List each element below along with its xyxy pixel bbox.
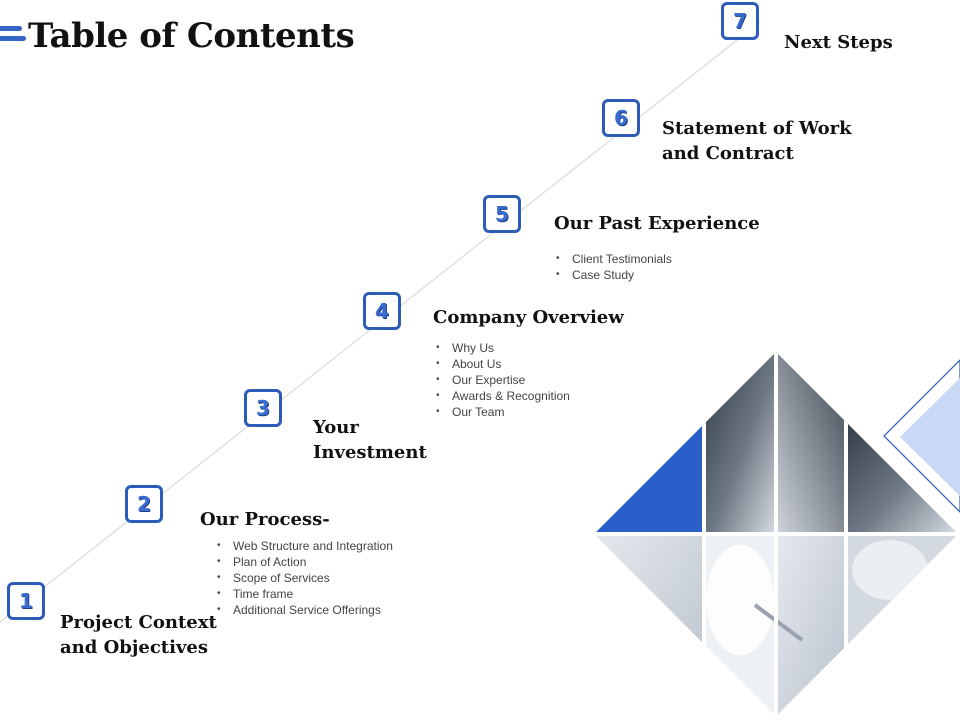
step-heading-4-line-1: Company Overview [433, 307, 624, 328]
step-heading-5: Our Past Experience [554, 211, 760, 236]
handshake-signing-photo-icon [594, 352, 958, 716]
step-heading-3-line-2: Investment [313, 442, 427, 463]
step-5-bullet-list: Client Testimonials Case Study [554, 251, 672, 283]
step-number-7: 7 [721, 2, 759, 40]
list-item: Scope of Services [215, 570, 393, 586]
page-title: Table of Contents [28, 16, 355, 56]
list-item: Web Structure and Integration [215, 538, 393, 554]
step-heading-3-line-1: Your [313, 417, 359, 438]
step-number-4: 4 [363, 292, 401, 330]
step-number-1: 1 [7, 582, 45, 620]
list-item: Why Us [434, 340, 570, 356]
accent-bar-bottom [0, 36, 26, 41]
step-heading-4: Company Overview [433, 305, 624, 330]
list-item: Plan of Action [215, 554, 393, 570]
step-heading-5-line-1: Our Past Experience [554, 213, 760, 234]
step-heading-7-line-1: Next Steps [784, 32, 893, 53]
step-heading-2: Our Process- [200, 507, 330, 532]
list-item: Time frame [215, 586, 393, 602]
step-number-5: 5 [483, 195, 521, 233]
step-heading-7: Next Steps [784, 30, 893, 55]
list-item: Client Testimonials [554, 251, 672, 267]
step-heading-1-line-2: and Objectives [60, 637, 208, 658]
step-number-2: 2 [125, 485, 163, 523]
step-heading-6: Statement of Work and Contract [662, 116, 852, 166]
list-item: Our Team [434, 404, 570, 420]
list-item: Additional Service Offerings [215, 602, 393, 618]
list-item: About Us [434, 356, 570, 372]
step-heading-2-line-1: Our Process- [200, 509, 330, 530]
step-heading-1: Project Context and Objectives [60, 610, 217, 660]
accent-bar-top [0, 26, 22, 31]
step-heading-6-line-1: Statement of Work [662, 118, 852, 139]
step-number-3: 3 [244, 389, 282, 427]
step-4-bullet-list: Why Us About Us Our Expertise Awards & R… [434, 340, 570, 420]
step-heading-1-line-1: Project Context [60, 612, 217, 633]
list-item: Awards & Recognition [434, 388, 570, 404]
step-heading-3: Your Investment [313, 415, 427, 465]
step-heading-6-line-2: and Contract [662, 143, 794, 164]
step-2-bullet-list: Web Structure and Integration Plan of Ac… [215, 538, 393, 618]
step-number-6: 6 [602, 99, 640, 137]
list-item: Case Study [554, 267, 672, 283]
list-item: Our Expertise [434, 372, 570, 388]
